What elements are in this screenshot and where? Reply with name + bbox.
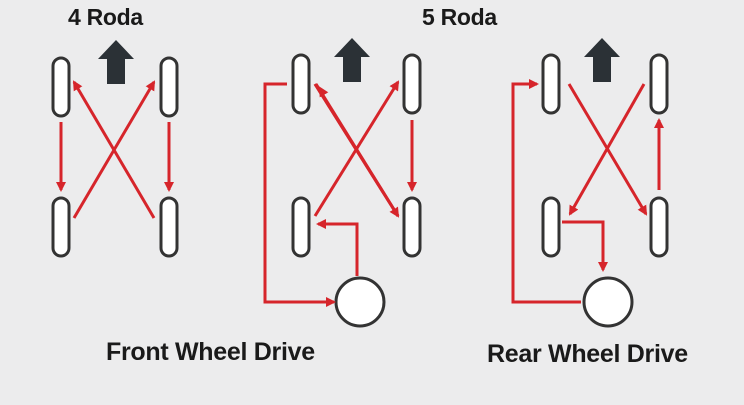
- tire-icon: [541, 196, 561, 258]
- tire-icon: [541, 53, 561, 115]
- rotation-arrow: [316, 219, 359, 276]
- tire-icon: [402, 196, 422, 258]
- tire-icon: [291, 53, 311, 115]
- panel-rear-wheel-drive: [511, 38, 669, 328]
- tire-icon: [649, 196, 669, 258]
- forward-direction-arrow-icon: [584, 38, 620, 82]
- rotation-arrow: [568, 83, 646, 216]
- tire-icon: [402, 53, 422, 115]
- rotation-arrow: [562, 220, 608, 272]
- tire-icon: [291, 196, 311, 258]
- heading-four-wheel: 4 Roda: [68, 4, 143, 30]
- tire-icon: [51, 196, 71, 258]
- rotation-arrow: [263, 82, 336, 307]
- spare-tire-icon: [582, 276, 634, 328]
- tire-icon: [159, 56, 179, 118]
- caption-front-wheel-drive: Front Wheel Drive: [106, 338, 315, 366]
- panel-four-wheel: [51, 40, 179, 258]
- rotation-arrow: [72, 80, 156, 219]
- forward-direction-arrow-icon: [334, 38, 370, 82]
- heading-five-wheel: 5 Roda: [422, 4, 497, 30]
- rotation-arrow: [511, 79, 581, 304]
- tire-icon: [159, 196, 179, 258]
- caption-rear-wheel-drive: Rear Wheel Drive: [487, 340, 688, 368]
- spare-tire-icon: [334, 276, 386, 328]
- forward-direction-arrow-icon: [98, 40, 134, 84]
- panel-front-wheel-drive: [263, 38, 422, 328]
- tire-icon: [51, 56, 71, 118]
- tire-icon: [649, 53, 669, 115]
